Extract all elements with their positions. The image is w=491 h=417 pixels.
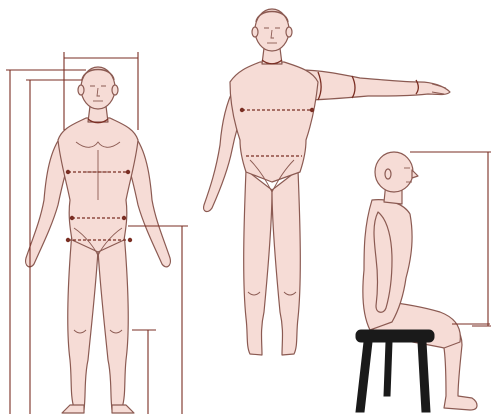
hip-marker-right [128, 238, 132, 242]
knee-height-measure-line [132, 330, 156, 414]
figure1-right-foot [112, 405, 134, 413]
figure-arm-extended [204, 9, 450, 355]
figure1-left-foot [62, 405, 84, 413]
figure3-nose [412, 170, 418, 178]
figure2-torso [230, 62, 318, 182]
chest-marker-left [66, 170, 70, 174]
chest-marker-right [126, 170, 130, 174]
figure1-right-leg [98, 232, 128, 410]
stool-leg-back [384, 342, 392, 396]
stool-leg-left [356, 342, 372, 412]
figure2-right-leg [272, 170, 300, 355]
figure3-ear [385, 169, 391, 179]
figure1-ear-left [78, 85, 84, 95]
figure1-left-leg [68, 232, 98, 410]
figure3-head [375, 152, 413, 192]
figure1-ear-right [112, 85, 118, 95]
stool-leg-right [418, 342, 430, 412]
stool [356, 330, 434, 412]
figure2-left-leg [244, 170, 272, 355]
chest2-marker-right [310, 108, 314, 112]
stool-seat [356, 330, 434, 342]
waist-marker-left [70, 216, 74, 220]
figure2-ear-left [252, 27, 258, 37]
figure2-extended-arm [300, 70, 450, 100]
sitting-height-measure-line [410, 152, 491, 326]
waist-marker-right [122, 216, 126, 220]
chest2-marker-left [240, 108, 244, 112]
hip-marker-left [66, 238, 70, 242]
figure2-ear-right [286, 27, 292, 37]
